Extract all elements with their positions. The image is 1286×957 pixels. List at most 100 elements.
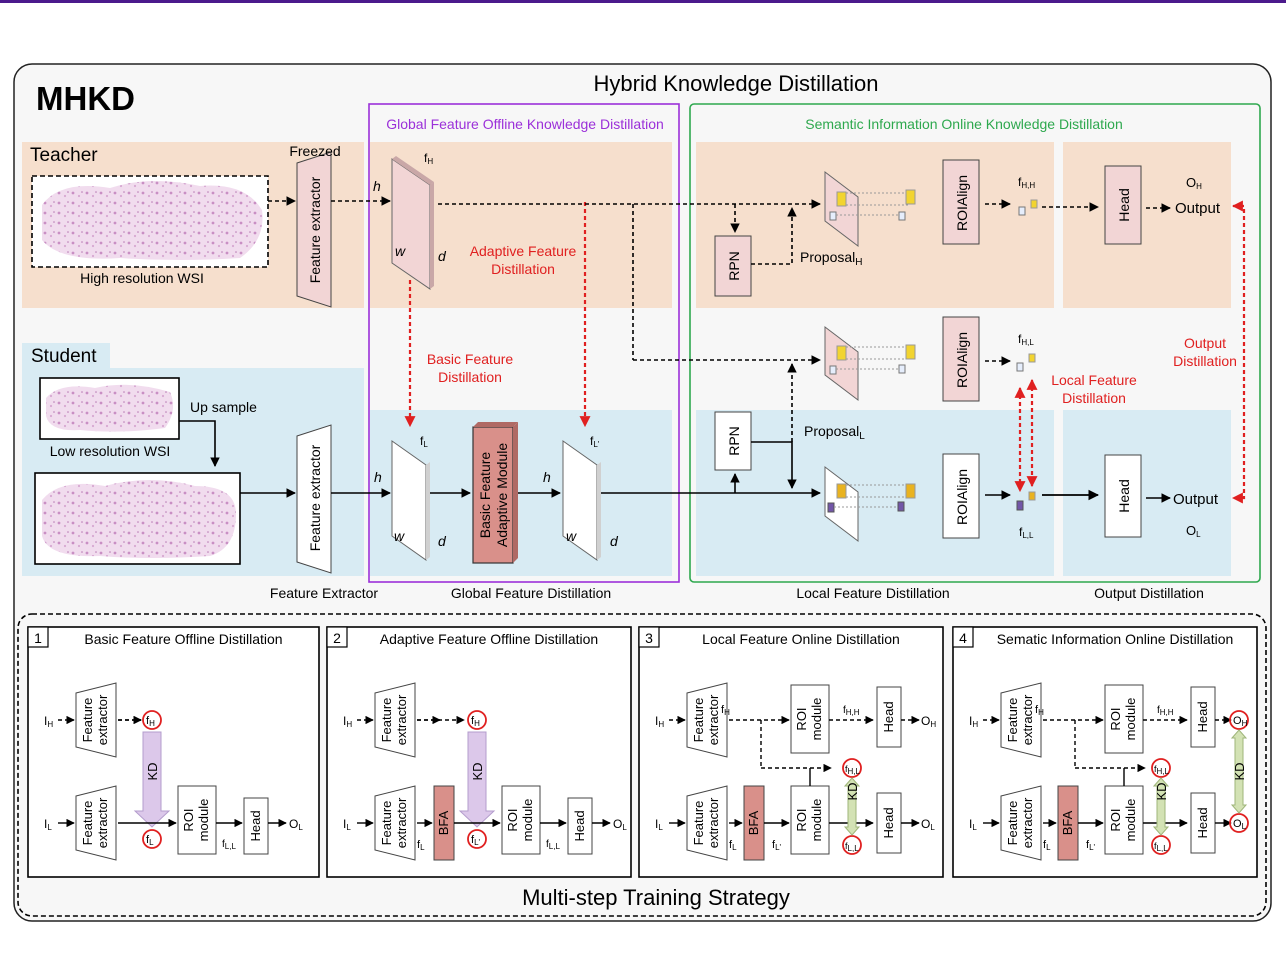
step2-teacher-fe-label-2: extractor bbox=[394, 694, 409, 745]
output-distill-label-2: Distillation bbox=[1173, 353, 1237, 369]
step4-student-head-label: Head bbox=[1195, 807, 1210, 838]
bfam-block bbox=[472, 426, 514, 564]
student2-w-label: w bbox=[566, 528, 577, 544]
step4-ih-label: IH bbox=[969, 714, 978, 729]
fhl-box-2 bbox=[1016, 362, 1024, 372]
upsampled-wsi-image bbox=[42, 480, 236, 558]
step1-il-label: IL bbox=[44, 817, 52, 832]
step1-panel bbox=[27, 626, 320, 878]
step4-number-box bbox=[952, 626, 974, 648]
step4-ol-circle bbox=[1229, 813, 1249, 833]
step3-number-box bbox=[638, 626, 660, 648]
step2-student-fe-label-2: extractor bbox=[394, 797, 409, 848]
basic-distill-label-1: Basic Feature bbox=[427, 351, 514, 367]
multistep-title: Multi-step Training Strategy bbox=[522, 885, 790, 910]
multistep-frame bbox=[17, 613, 1267, 917]
student-d-label: d bbox=[438, 533, 447, 549]
fhh-label: fH,H bbox=[1018, 175, 1035, 190]
student-roi-fmap bbox=[824, 465, 859, 543]
adaptive-distill-label-1: Adaptive Feature bbox=[470, 243, 577, 259]
step4-student-roi-label-1: ROI bbox=[1108, 808, 1123, 831]
teacher-roi-fmap bbox=[824, 170, 859, 248]
step2-roi-label-1: ROI bbox=[505, 808, 520, 831]
step2-number-box bbox=[326, 626, 348, 648]
step2-fl-label: fL bbox=[417, 839, 425, 852]
step4-oh-circle bbox=[1229, 710, 1249, 730]
step4-student-fe-label-1: Feature bbox=[1005, 801, 1020, 846]
student-output-label: Output bbox=[1173, 491, 1219, 508]
student-head-label: Head bbox=[1116, 479, 1132, 512]
step1-fh-circle bbox=[142, 710, 162, 730]
step3-student-roi-label-2: module bbox=[809, 799, 824, 842]
teacher-feature-map-top bbox=[392, 156, 434, 185]
step4-fll-circle bbox=[1151, 835, 1171, 855]
bfam-block-side bbox=[513, 422, 518, 563]
bfam-block-top bbox=[473, 422, 518, 427]
student-roi-box-3 bbox=[905, 483, 916, 499]
low-res-wsi-image bbox=[46, 384, 174, 432]
step1-fll-label: fL,L bbox=[222, 839, 236, 851]
main-title: Hybrid Knowledge Distillation bbox=[594, 71, 879, 96]
step3-teacher-fe-label-1: Feature bbox=[691, 698, 706, 743]
step4-fh-label: fH bbox=[1035, 704, 1044, 717]
step1-kd-label: KD bbox=[145, 762, 160, 780]
fhh-box-2 bbox=[1018, 206, 1026, 216]
step4-ol-label: OL bbox=[1233, 818, 1247, 831]
step4-number: 4 bbox=[959, 630, 967, 646]
student-proposal-label: ProposalL bbox=[804, 423, 865, 442]
step1-roi-label-2: module bbox=[196, 799, 211, 842]
fhl-box-1 bbox=[1028, 353, 1036, 363]
hl-roi-box-1 bbox=[836, 345, 847, 361]
teacher-roi-box-4 bbox=[898, 211, 906, 221]
step3-fll-circle bbox=[842, 835, 862, 855]
low-res-label: Low resolution WSI bbox=[50, 443, 171, 459]
ol-label: OL bbox=[1186, 523, 1201, 539]
teacher-roialign bbox=[942, 159, 980, 245]
step4-il-label: IL bbox=[969, 817, 977, 832]
step2-ih-label: IH bbox=[343, 714, 352, 729]
teacher-rpn-label: RPN bbox=[726, 251, 742, 281]
student-h-label: h bbox=[374, 469, 382, 485]
step2-teacher-fe bbox=[374, 682, 416, 758]
step3-student-roi-label-1: ROI bbox=[794, 808, 809, 831]
step2-student-fe-label-1: Feature bbox=[379, 801, 394, 846]
teacher-fe-label: Feature extractor bbox=[307, 176, 323, 283]
teacher-output-label: Output bbox=[1175, 200, 1221, 217]
bfam-label-1: Basic Feature bbox=[477, 452, 493, 539]
step4-teacher-fe-label-1: Feature bbox=[1005, 698, 1020, 743]
step3-student-fe-label-2: extractor bbox=[706, 797, 721, 848]
step4-flp-label: fL' bbox=[1086, 839, 1096, 852]
global-offline-title: Global Feature Offline Knowledge Distill… bbox=[386, 116, 664, 132]
step4-oh-label: OH bbox=[1233, 715, 1248, 728]
step3-fhl-circle bbox=[842, 758, 862, 778]
step3-teacher-roi-label-1: ROI bbox=[794, 707, 809, 730]
step3-teacher-head bbox=[876, 686, 902, 748]
high-res-label: High resolution WSI bbox=[80, 270, 204, 286]
step1-teacher-fe bbox=[75, 682, 117, 758]
step2-flp-circle bbox=[467, 829, 487, 849]
step1-head-label: Head bbox=[248, 810, 263, 841]
step1-teacher-fe-label-1: Feature bbox=[80, 698, 95, 743]
step3-number: 3 bbox=[645, 630, 653, 646]
step1-fh-label: fH bbox=[146, 715, 155, 728]
hl-roi-fmap bbox=[824, 325, 859, 402]
semantic-distillation-box bbox=[689, 103, 1261, 583]
student-head bbox=[1104, 454, 1142, 538]
step2-ol-label: OL bbox=[613, 817, 627, 832]
caption-global: Global Feature Distillation bbox=[451, 585, 611, 601]
step3-fhh-label: fH,H bbox=[843, 705, 860, 717]
step2-flp-label: fL' bbox=[471, 834, 481, 847]
step3-teacher-roi-module bbox=[790, 684, 830, 754]
flp-label: fL' bbox=[590, 434, 600, 449]
step2-roi-label-2: module bbox=[520, 799, 535, 842]
step1-kd-arrow bbox=[133, 731, 171, 828]
step4-student-roi-label-2: module bbox=[1123, 799, 1138, 842]
step1-head bbox=[243, 797, 269, 855]
step4-teacher-roi-module bbox=[1104, 684, 1144, 754]
top-bar bbox=[0, 0, 1286, 3]
student-w-label: w bbox=[394, 528, 405, 544]
step4-teacher-roi-label-2: module bbox=[1123, 698, 1138, 741]
step4-student-fe-label-2: extractor bbox=[1020, 797, 1035, 848]
step3-fh-label: fH bbox=[721, 704, 730, 717]
student-roi-box-2 bbox=[827, 502, 835, 513]
